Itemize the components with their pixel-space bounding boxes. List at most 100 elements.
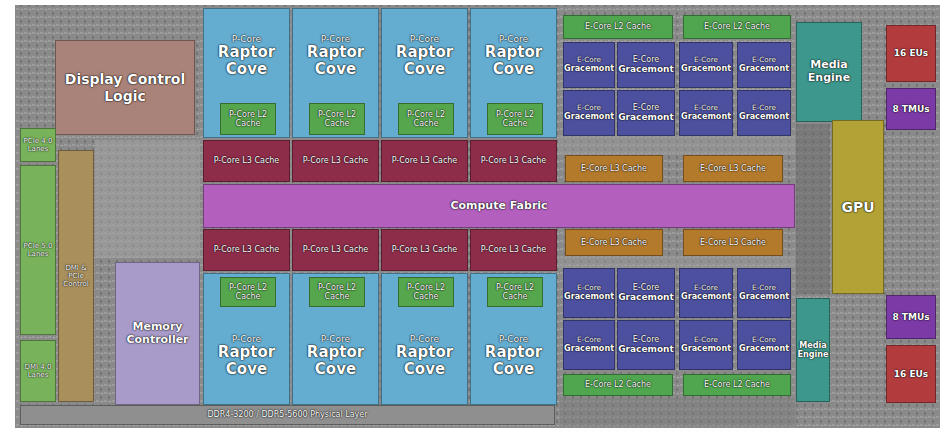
block-label: 16 EUs: [894, 48, 928, 58]
p-core-block: P-CoreRaptor CoveP-Core L2 Cache: [381, 8, 468, 138]
block-label: P-Core L2 Cache: [312, 110, 362, 128]
cache-block: E-Core L2 Cache: [683, 374, 791, 396]
block-label: Display Control Logic: [58, 71, 192, 103]
cache-block: P-Core L3 Cache: [381, 229, 468, 271]
block-label: Gracemont: [564, 292, 614, 301]
e-core-block: E-CoreGracemont: [617, 320, 675, 370]
block-label: P-Core: [410, 34, 439, 44]
cache-block: P-Core L3 Cache: [470, 140, 557, 182]
block-label: P-Core L2 Cache: [490, 110, 540, 128]
block-label: E-Core: [577, 284, 601, 292]
cache-block: E-Core L3 Cache: [683, 229, 783, 256]
block-label: Gracemont: [681, 344, 731, 353]
e-core-block: E-CoreGracemont: [737, 42, 791, 88]
block-label: E-Core: [752, 56, 776, 64]
cache-block: P-Core L3 Cache: [203, 229, 290, 271]
e-core-block: E-CoreGracemont: [563, 320, 615, 370]
block-label: P-Core: [321, 34, 350, 44]
block-label: P-Core L3 Cache: [392, 245, 458, 254]
block-label: Gracemont: [564, 112, 614, 121]
block-label: P-Core L2 Cache: [490, 283, 540, 301]
block-label: E-Core: [633, 335, 659, 344]
cache-block: P-Core L2 Cache: [398, 277, 454, 307]
block-label: Raptor Cove: [386, 344, 463, 379]
block-label: PCIe 5.0 Lanes: [23, 242, 53, 258]
cache-block: P-Core L3 Cache: [381, 140, 468, 182]
io-block: DMI 4.0 Lanes: [20, 340, 56, 402]
cache-block: P-Core L3 Cache: [292, 229, 379, 271]
block-label: E-Core L2 Cache: [585, 22, 651, 31]
block-label: P-Core L2 Cache: [401, 283, 451, 301]
block-label: Gracemont: [618, 344, 674, 354]
block-label: E-Core: [694, 336, 718, 344]
logic-area: [796, 124, 830, 294]
block-label: E-Core L3 Cache: [700, 164, 766, 173]
block-label: Gracemont: [681, 292, 731, 301]
cache-block: E-Core L2 Cache: [563, 15, 673, 39]
block-label: 16 EUs: [894, 369, 928, 379]
block-label: E-Core: [752, 284, 776, 292]
block-label: Gracemont: [618, 64, 674, 74]
block-label: E-Core L2 Cache: [704, 380, 770, 389]
block-label: Gracemont: [618, 112, 674, 122]
cache-block: P-Core L3 Cache: [470, 229, 557, 271]
block-label: Gracemont: [681, 64, 731, 73]
logic-area: [95, 140, 200, 258]
cache-block: E-Core L2 Cache: [563, 374, 673, 396]
e-core-block: E-CoreGracemont: [679, 42, 733, 88]
block-label: Gracemont: [739, 64, 789, 73]
cache-block: P-Core L3 Cache: [292, 140, 379, 182]
block-label: E-Core: [633, 283, 659, 292]
logic-area: [558, 256, 795, 268]
e-core-block: E-CoreGracemont: [737, 268, 791, 318]
cache-block: E-Core L3 Cache: [565, 155, 663, 182]
block-label: E-Core L3 Cache: [581, 238, 647, 247]
io-block: PCIe 5.0 Lanes: [20, 165, 56, 335]
block-label: E-Core: [694, 284, 718, 292]
block-label: P-Core: [232, 34, 261, 44]
logic-area: [560, 398, 795, 426]
e-core-block: E-CoreGracemont: [737, 90, 791, 136]
block-label: E-Core L3 Cache: [581, 164, 647, 173]
block-label: Gracemont: [739, 344, 789, 353]
block-label: P-Core: [410, 334, 439, 344]
block-label: E-Core: [577, 104, 601, 112]
p-core-block: P-CoreRaptor CoveP-Core L2 Cache: [470, 8, 557, 138]
e-core-block: E-CoreGracemont: [679, 320, 733, 370]
block-label: P-Core L3 Cache: [303, 245, 369, 254]
block-label: E-Core: [633, 55, 659, 64]
block-label: Raptor Cove: [297, 44, 374, 79]
region-block: Display Control Logic: [55, 40, 195, 135]
p-core-block: P-CoreRaptor CoveP-Core L2 Cache: [203, 8, 290, 138]
block-label: Compute Fabric: [450, 200, 547, 213]
e-core-block: E-CoreGracemont: [679, 90, 733, 136]
region-block: Media Engine: [796, 298, 830, 402]
block-label: P-Core: [499, 34, 528, 44]
block-label: Gracemont: [564, 344, 614, 353]
block-label: E-Core L3 Cache: [700, 238, 766, 247]
block-label: 8 TMUs: [892, 104, 929, 114]
block-label: GPU: [841, 199, 874, 215]
block-label: E-Core: [633, 103, 659, 112]
block-label: Raptor Cove: [475, 44, 552, 79]
block-label: P-Core: [321, 334, 350, 344]
block-label: P-Core: [499, 334, 528, 344]
block-label: E-Core: [694, 104, 718, 112]
cache-block: P-Core L2 Cache: [487, 277, 543, 307]
block-label: E-Core: [694, 56, 718, 64]
block-label: Gracemont: [739, 292, 789, 301]
block-label: P-Core: [232, 334, 261, 344]
gpu-unit-block: 8 TMUs: [886, 295, 936, 339]
cache-block: P-Core L2 Cache: [220, 277, 276, 307]
logic-area: [558, 135, 795, 155]
block-label: Media Engine: [799, 59, 859, 84]
block-label: P-Core L2 Cache: [223, 110, 273, 128]
e-core-block: E-CoreGracemont: [617, 90, 675, 136]
e-core-block: E-CoreGracemont: [563, 90, 615, 136]
block-label: Gracemont: [739, 112, 789, 121]
block-label: P-Core L3 Cache: [392, 156, 458, 165]
cache-block: P-Core L2 Cache: [309, 277, 365, 307]
block-label: E-Core L2 Cache: [704, 22, 770, 31]
gpu-unit-block: 8 TMUs: [886, 88, 936, 130]
p-core-block: P-CoreRaptor CoveP-Core L2 Cache: [470, 273, 557, 405]
